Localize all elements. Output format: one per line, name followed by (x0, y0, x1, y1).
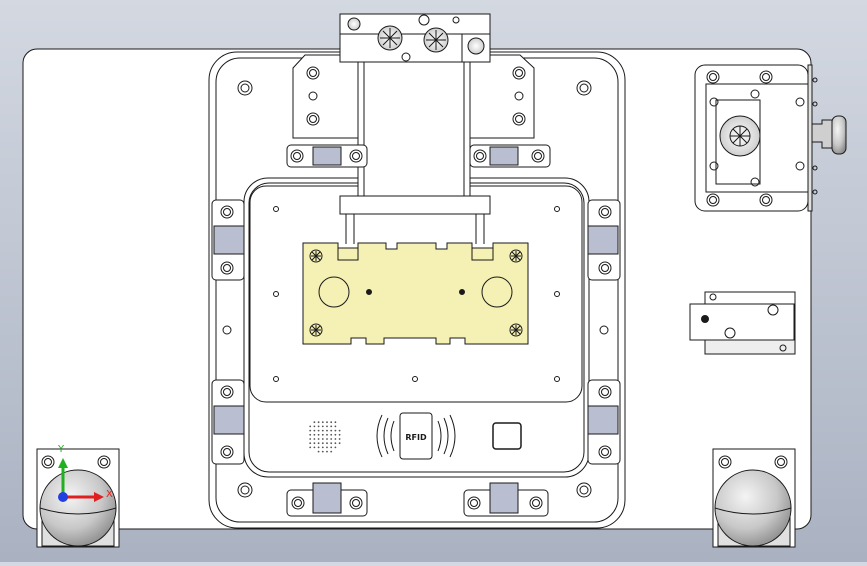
speaker-hole (338, 442, 341, 445)
speaker-hole (313, 446, 316, 449)
speaker-hole (309, 446, 312, 449)
speaker-hole (334, 429, 337, 432)
speaker-hole (313, 433, 316, 436)
speaker-hole (334, 433, 337, 436)
speaker-hole (317, 446, 320, 449)
top-clamp-block[interactable] (339, 13, 491, 63)
speaker-hole (317, 429, 320, 432)
speaker-hole (326, 442, 328, 445)
speaker-hole (330, 429, 333, 432)
rfid-symbol: RFID (376, 412, 456, 460)
upper-bracket-right (469, 54, 535, 139)
speaker-hole (326, 429, 328, 432)
speaker-hole (309, 429, 312, 432)
speaker-hole (317, 421, 320, 424)
speaker-hole (313, 421, 316, 424)
speaker-hole (338, 433, 341, 436)
right-side-clips[interactable] (587, 199, 621, 465)
speaker-hole (313, 425, 316, 428)
speaker-hole (313, 429, 316, 432)
speaker-hole (317, 433, 320, 436)
speaker-hole (330, 438, 333, 440)
triad-y-label: Y (57, 444, 65, 455)
speaker-hole (317, 438, 320, 440)
speaker-hole (338, 438, 341, 440)
speaker-hole (309, 425, 312, 428)
speaker-hole (334, 425, 337, 428)
speaker-hole (330, 425, 333, 428)
speaker-hole (330, 450, 333, 453)
speaker-hole (330, 421, 333, 424)
triad-origin (58, 492, 68, 502)
speaker-hole (321, 433, 324, 436)
bottom-clips[interactable] (286, 482, 549, 517)
speaker-hole (326, 446, 328, 449)
top-clamp-arms[interactable] (339, 59, 491, 244)
speaker-hole (309, 433, 312, 436)
right-latch-block[interactable] (689, 291, 796, 355)
speaker-hole (326, 433, 328, 436)
speaker-hole (309, 438, 312, 440)
speaker-hole (321, 421, 324, 424)
speaker-hole (317, 425, 320, 428)
speaker-hole (330, 433, 333, 436)
speaker-hole (317, 450, 320, 453)
pcb-screws (309, 249, 523, 337)
speaker-hole (330, 442, 333, 445)
speaker-hole (326, 438, 328, 440)
left-side-clips[interactable] (211, 199, 245, 465)
frame-screws (222, 80, 609, 498)
speaker-hole (313, 438, 316, 440)
speaker-hole (326, 421, 328, 424)
triad-x-label: X (106, 489, 113, 500)
speaker-hole (321, 429, 324, 432)
push-button[interactable] (492, 422, 522, 450)
right-foot[interactable] (712, 448, 796, 548)
speaker-hole (326, 425, 328, 428)
speaker-hole (317, 442, 320, 445)
speaker-hole (334, 438, 337, 440)
speaker-hole (313, 442, 316, 445)
speaker-hole (334, 446, 337, 449)
speaker-hole (321, 442, 324, 445)
speaker-hole (326, 450, 328, 453)
speaker-hole (330, 446, 333, 449)
speaker-hole (321, 438, 324, 440)
top-clips[interactable] (286, 144, 551, 168)
speaker-hole (338, 429, 341, 432)
speaker-hole (309, 442, 312, 445)
pcb-board[interactable] (302, 242, 529, 345)
speaker-hole (321, 450, 324, 453)
rfid-label: RFID (405, 433, 427, 442)
speaker-hole (334, 442, 337, 445)
coordinate-triad: X Y (57, 444, 113, 502)
speaker-grille (309, 421, 341, 453)
speaker-hole (321, 425, 324, 428)
speaker-hole (321, 446, 324, 449)
left-foot[interactable] (36, 448, 120, 548)
upper-bracket-left (292, 54, 359, 139)
speaker-hole (334, 421, 337, 424)
right-clamp-assembly[interactable] (694, 64, 847, 212)
